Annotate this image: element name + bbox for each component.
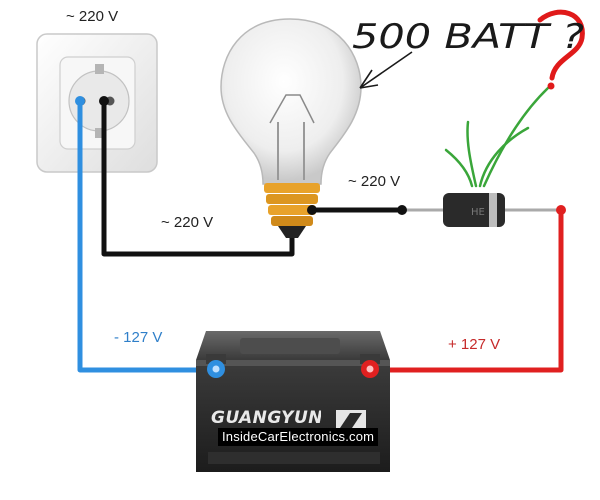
positive-terminal (360, 354, 380, 378)
pointer-arrow (359, 51, 413, 89)
lamp-contact (307, 205, 317, 215)
battery-brand: GUANGYUN (211, 408, 321, 428)
diode-voltage-label: ~ 220 V (348, 173, 401, 190)
positive-terminal-voltage-label: + 127 V (448, 336, 501, 353)
red-wire (372, 210, 564, 373)
question-mark-icon (537, 9, 585, 90)
black-socket-contact (99, 96, 109, 106)
negative-terminal (206, 354, 226, 378)
site-watermark: InsideCarElectronics.com (218, 428, 379, 446)
svg-text:HE: HE (471, 207, 485, 218)
socket-voltage-label: ~ 220 V (66, 8, 119, 25)
light-bulb (220, 18, 362, 238)
diode-cathode-contact (397, 205, 407, 215)
handwritten-note: 500 BATT ? (352, 17, 584, 57)
blue-socket-contact (75, 96, 85, 106)
green-pointer-lines (444, 86, 550, 188)
negative-terminal-voltage-label: - 127 V (114, 329, 163, 346)
lamp-voltage-label: ~ 220 V (161, 214, 214, 231)
battery (196, 331, 390, 472)
diode-anode-contact (556, 205, 566, 215)
wall-socket (36, 33, 158, 173)
blue-wire (77, 101, 212, 373)
diode: HE (405, 193, 557, 227)
black-wire-socket-to-lamp (101, 101, 295, 257)
